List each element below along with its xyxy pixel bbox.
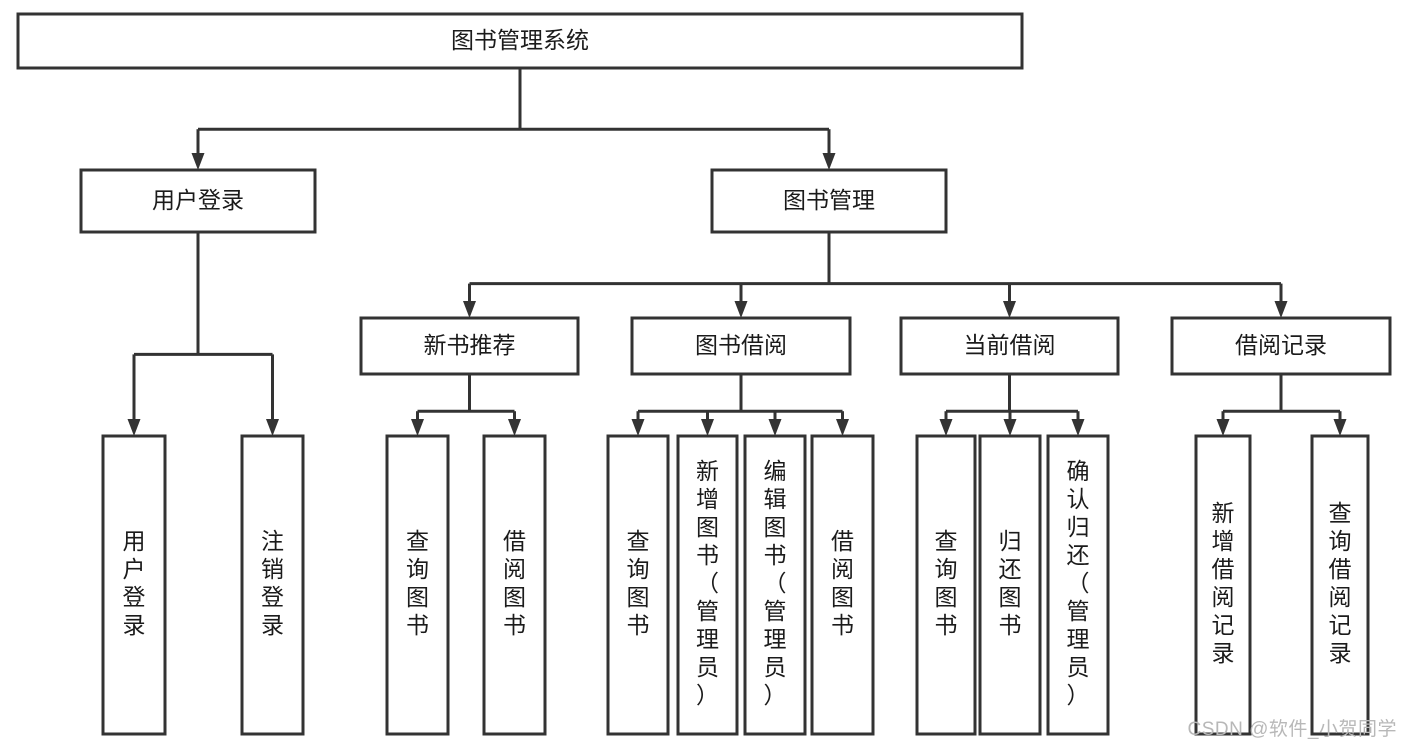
connector-group xyxy=(127,232,279,436)
arrow-head-icon xyxy=(939,419,953,436)
node-leaf-query-borrow-record[interactable]: 查询借阅记录 xyxy=(1310,434,1370,736)
node-label: 归还图书 xyxy=(999,528,1022,638)
arrow-head-icon xyxy=(768,419,782,436)
node-user-login[interactable]: 用户登录 xyxy=(79,168,317,234)
node-label: 借阅记录 xyxy=(1235,332,1327,358)
node-box[interactable] xyxy=(606,434,670,736)
node-label: 图书管理系统 xyxy=(451,27,589,53)
arrow-head-icon xyxy=(411,419,424,436)
node-box[interactable] xyxy=(676,434,739,736)
node-book-borrow[interactable]: 图书借阅 xyxy=(630,316,852,376)
node-leaf-query-book-current[interactable]: 查询图书 xyxy=(915,434,977,736)
node-new-book-recommend[interactable]: 新书推荐 xyxy=(359,316,580,376)
node-box[interactable] xyxy=(16,12,1024,70)
node-label: 图书管理 xyxy=(783,187,875,213)
node-label: 编辑图书（管理员） xyxy=(764,458,787,708)
node-label: 借阅图书 xyxy=(831,528,854,638)
node-leaf-user-login[interactable]: 用户登录 xyxy=(101,434,167,736)
node-label: 注销登录 xyxy=(261,528,284,638)
node-box[interactable] xyxy=(899,316,1120,376)
node-box[interactable] xyxy=(710,168,948,234)
connector-group xyxy=(411,374,521,436)
node-layer: 图书管理系统用户登录图书管理新书推荐图书借阅当前借阅借阅记录用户登录注销登录查询… xyxy=(16,12,1392,736)
node-leaf-borrow-book[interactable]: 借阅图书 xyxy=(810,434,875,736)
node-box[interactable] xyxy=(385,434,450,736)
node-label: 借阅图书 xyxy=(503,528,526,638)
arrow-head-icon xyxy=(1333,419,1347,436)
node-box[interactable] xyxy=(1170,316,1392,376)
node-borrow-record[interactable]: 借阅记录 xyxy=(1170,316,1392,376)
node-label: 查询图书 xyxy=(627,528,650,638)
node-leaf-add-borrow-record[interactable]: 新增借阅记录 xyxy=(1194,434,1252,736)
node-leaf-add-book-admin[interactable]: 新增图书（管理员） xyxy=(676,434,739,736)
node-label: 查询图书 xyxy=(406,528,429,638)
node-book-manage[interactable]: 图书管理 xyxy=(710,168,948,234)
node-label: 新书推荐 xyxy=(424,332,516,358)
node-label: 新增图书（管理员） xyxy=(696,458,719,708)
arrow-head-icon xyxy=(463,301,476,318)
arrow-head-icon xyxy=(1003,301,1016,318)
connector-group xyxy=(191,68,836,170)
arrow-head-icon xyxy=(631,419,645,436)
connector-group xyxy=(463,232,1288,318)
arrow-head-icon xyxy=(266,419,279,436)
connector-layer xyxy=(127,68,1347,436)
node-box[interactable] xyxy=(630,316,852,376)
node-label: 当前借阅 xyxy=(964,332,1056,358)
connector-group xyxy=(1216,374,1347,436)
connector-group xyxy=(939,374,1085,436)
node-root-图书管理系统[interactable]: 图书管理系统 xyxy=(16,12,1024,70)
arrow-head-icon xyxy=(1003,419,1017,436)
node-box[interactable] xyxy=(79,168,317,234)
arrow-head-icon xyxy=(822,153,836,170)
node-box[interactable] xyxy=(240,434,305,736)
node-label: 用户登录 xyxy=(123,528,146,638)
node-label: 查询图书 xyxy=(935,528,958,638)
arrow-head-icon xyxy=(191,153,205,170)
arrow-head-icon xyxy=(508,419,521,436)
arrow-head-icon xyxy=(734,301,748,318)
node-box[interactable] xyxy=(359,316,580,376)
node-box[interactable] xyxy=(482,434,547,736)
arrow-head-icon xyxy=(1274,301,1288,318)
arrow-head-icon xyxy=(701,419,714,436)
arrow-head-icon xyxy=(1216,419,1230,436)
node-leaf-return-book[interactable]: 归还图书 xyxy=(978,434,1042,736)
node-leaf-confirm-return-admin[interactable]: 确认归还（管理员） xyxy=(1046,434,1110,736)
arrow-head-icon xyxy=(127,419,141,436)
arrow-head-icon xyxy=(1071,419,1085,436)
node-box[interactable] xyxy=(101,434,167,736)
arrow-head-icon xyxy=(836,419,849,436)
node-label: 新增借阅记录 xyxy=(1212,500,1235,666)
node-label: 用户登录 xyxy=(152,187,244,213)
node-leaf-borrow-book-recommend[interactable]: 借阅图书 xyxy=(482,434,547,736)
node-leaf-user-logout[interactable]: 注销登录 xyxy=(240,434,305,736)
node-box[interactable] xyxy=(743,434,807,736)
node-leaf-edit-book-admin[interactable]: 编辑图书（管理员） xyxy=(743,434,807,736)
node-label: 确认归还（管理员） xyxy=(1067,458,1090,708)
node-label: 查询借阅记录 xyxy=(1329,500,1352,666)
node-box[interactable] xyxy=(978,434,1042,736)
node-label: 图书借阅 xyxy=(695,332,787,358)
node-leaf-query-book-recommend[interactable]: 查询图书 xyxy=(385,434,450,736)
node-box[interactable] xyxy=(1310,434,1370,736)
node-box[interactable] xyxy=(810,434,875,736)
connector-group xyxy=(631,374,849,436)
node-box[interactable] xyxy=(1046,434,1110,736)
node-leaf-query-book-borrow[interactable]: 查询图书 xyxy=(606,434,670,736)
node-current-borrow[interactable]: 当前借阅 xyxy=(899,316,1120,376)
node-box[interactable] xyxy=(915,434,977,736)
node-box[interactable] xyxy=(1194,434,1252,736)
